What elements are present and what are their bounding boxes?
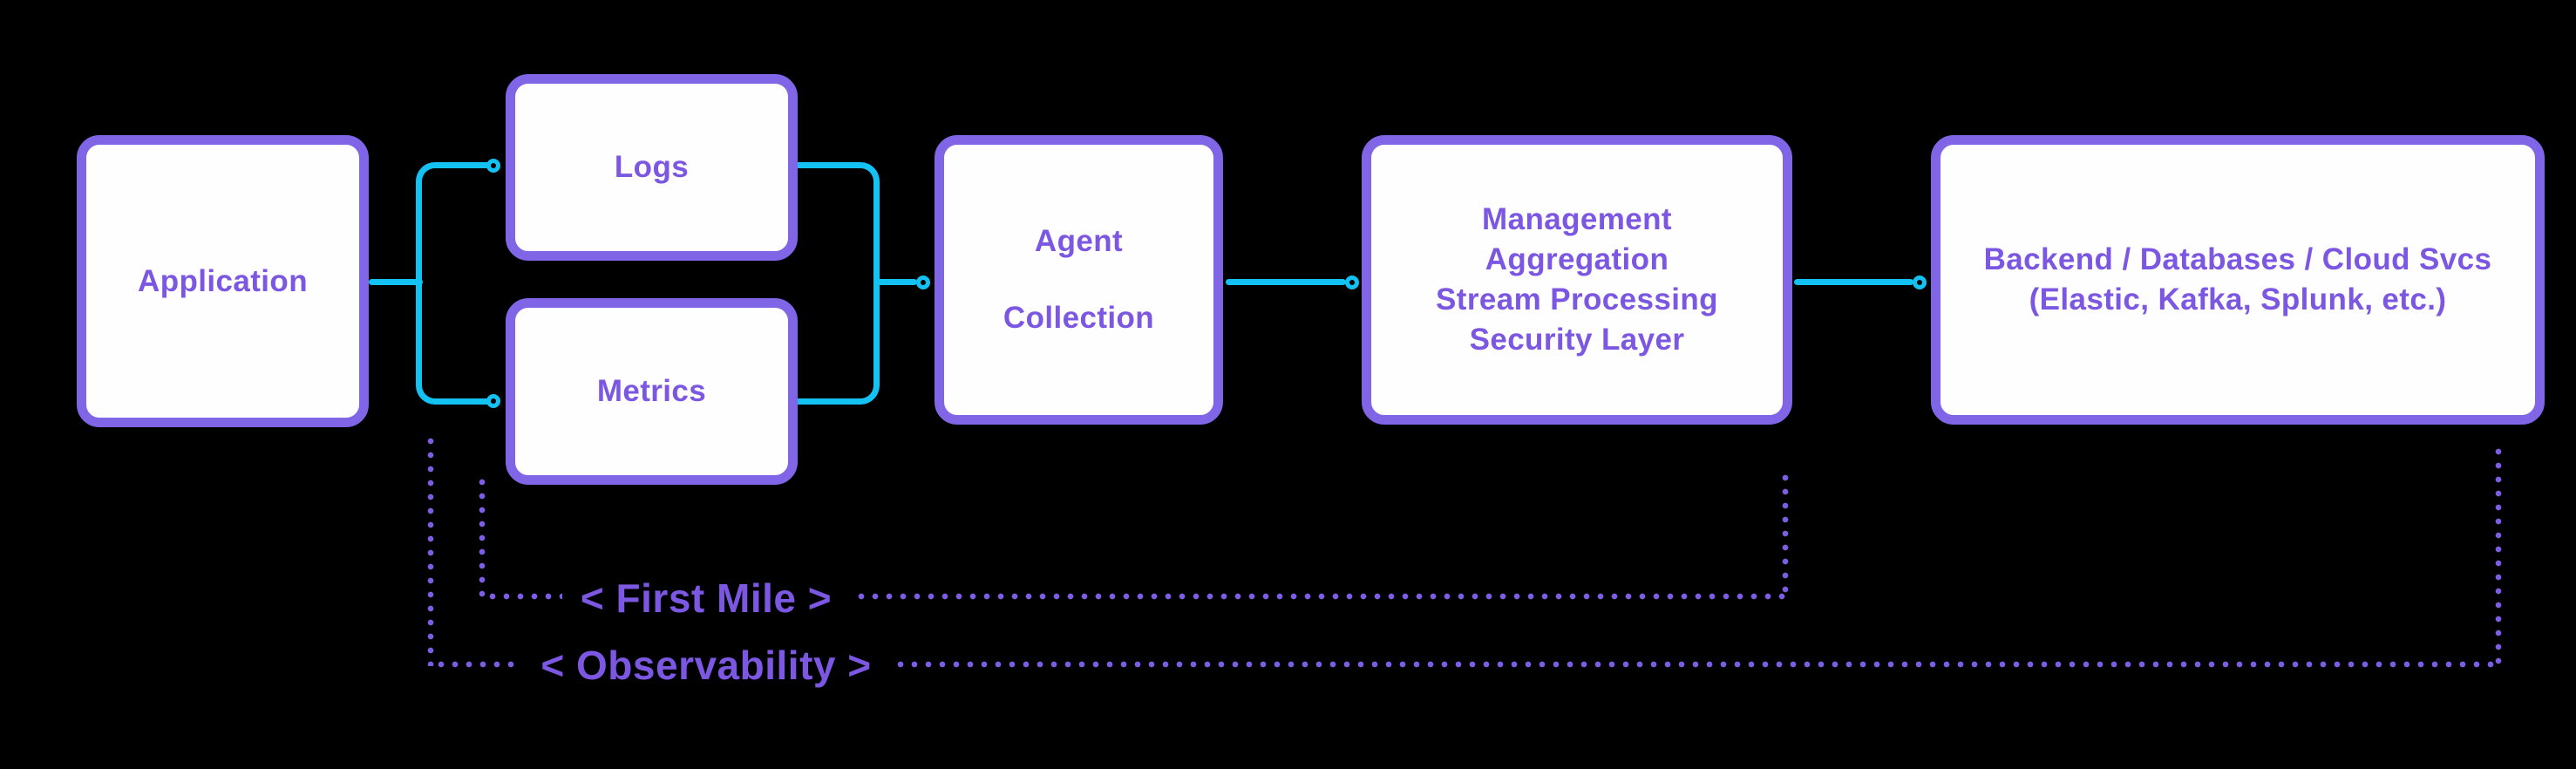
node-management-label-line4: Security Layer <box>1469 323 1685 357</box>
node-management-label-line3: Stream Processing <box>1436 282 1718 316</box>
observability-bracket-right-segment <box>894 661 2498 668</box>
connector-metrics-to-agent <box>798 282 880 405</box>
node-agent-collection: Agent Collection <box>935 135 1223 425</box>
node-application-label: Application <box>138 263 308 298</box>
connector-endpoint-backend-icon <box>1913 276 1927 289</box>
connector-agent-to-management <box>1226 279 1346 285</box>
node-logs-label: Logs <box>614 150 690 184</box>
connector-endpoint-agent-icon <box>916 276 930 289</box>
node-metrics: Metrics <box>506 298 798 485</box>
first-mile-bracket-right-segment <box>854 593 1785 600</box>
node-application: Application <box>77 135 369 427</box>
node-agent-label-line2: Collection <box>1003 301 1155 335</box>
observability-label: < Observability > <box>540 643 872 688</box>
connector-endpoint-metrics-icon <box>486 394 500 408</box>
node-backend: Backend / Databases / Cloud Svcs (Elasti… <box>1931 135 2545 425</box>
first-mile-bracket-right-riser <box>1782 471 1789 597</box>
observability-bracket-left-riser <box>427 434 434 666</box>
node-backend-label-line1: Backend / Databases / Cloud Svcs <box>1983 242 2492 276</box>
connector-application-stem <box>369 279 423 285</box>
connector-application-to-logs <box>416 162 487 285</box>
node-management: Management Aggregation Stream Processing… <box>1362 135 1792 425</box>
node-agent-label-line1: Agent <box>1034 224 1124 258</box>
observability-bracket-left-segment <box>434 661 521 668</box>
connector-logs-to-agent <box>798 162 880 285</box>
node-backend-label-line2: (Elastic, Kafka, Splunk, etc.) <box>2029 282 2447 316</box>
connector-endpoint-management-icon <box>1345 276 1359 289</box>
node-management-label-line1: Management <box>1482 202 1672 236</box>
connector-management-to-backend <box>1794 279 1913 285</box>
first-mile-bracket-left-segment <box>486 593 562 600</box>
node-management-label-line2: Aggregation <box>1485 242 1669 276</box>
first-mile-label: < First Mile > <box>580 575 833 621</box>
connector-application-to-metrics <box>416 282 487 405</box>
node-metrics-label: Metrics <box>596 374 707 408</box>
node-logs: Logs <box>506 74 798 261</box>
observability-bracket-right-riser <box>2495 445 2502 665</box>
connector-endpoint-logs-icon <box>486 159 500 173</box>
connector-agent-stem <box>873 279 917 285</box>
first-mile-bracket-left-riser <box>479 475 486 597</box>
